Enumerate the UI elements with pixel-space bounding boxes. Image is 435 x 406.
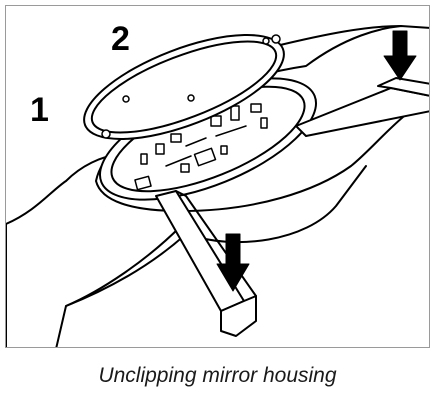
mirror-illustration — [6, 25, 429, 347]
pry-tool-bottom-end — [220, 295, 257, 337]
figure-caption: Unclipping mirror housing — [98, 364, 337, 387]
mirror-housing-pins — [101, 34, 281, 139]
down-arrow-icon — [383, 30, 417, 81]
illustration-frame: 1 2 — [5, 5, 430, 348]
mirror-housing — [83, 34, 285, 140]
callout-mirror-housing: 2 — [111, 20, 130, 58]
mirror-shell-lip — [275, 25, 402, 47]
down-arrow-icon — [216, 233, 250, 292]
callout-mirror-body: 1 — [30, 91, 49, 129]
mirror-housing-rim — [90, 40, 278, 134]
pry-tool-right — [295, 87, 429, 137]
pry-tool-right-top — [377, 77, 429, 97]
circuit-board — [134, 103, 268, 191]
